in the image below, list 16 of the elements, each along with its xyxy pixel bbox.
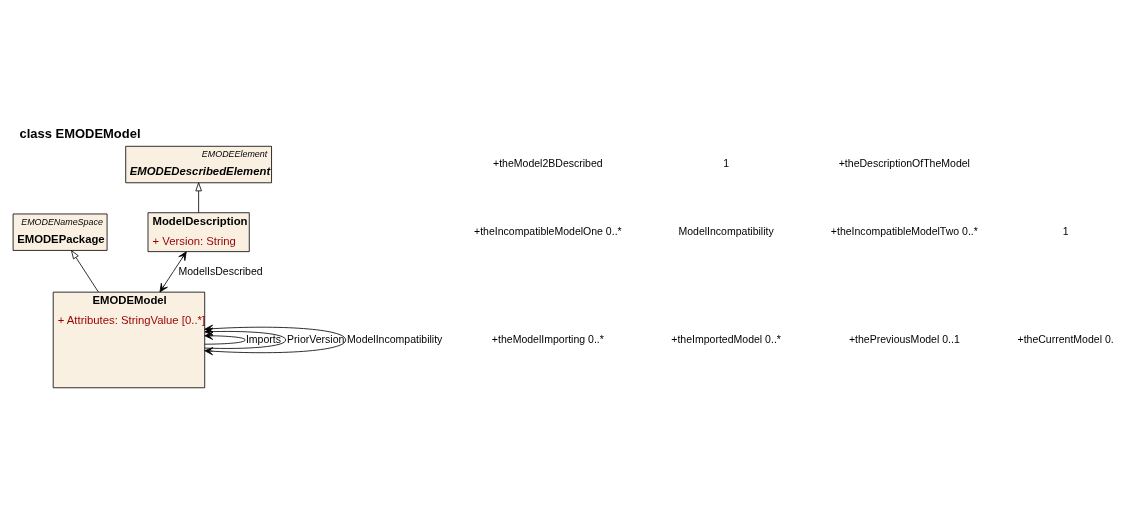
edge-label: ModelIncompatibility	[347, 332, 443, 345]
label: +theDescriptionOfTheModel	[838, 157, 970, 170]
label: +theImportedModel 0..*	[671, 332, 781, 345]
label: +theModel2BDescribed	[493, 157, 603, 170]
label: +theModelImporting 0..*	[491, 332, 604, 345]
label: +thePreviousModel 0..1	[848, 332, 960, 345]
label: +theCurrentModel 0.	[1017, 332, 1114, 345]
edge-label: PriorVersion	[287, 332, 345, 345]
diagram-title: class EMODEModel	[19, 126, 141, 142]
label: +theIncompatibleModelOne 0..*	[474, 224, 622, 237]
edge-label: Imports	[245, 332, 281, 345]
label: 1	[723, 157, 730, 170]
label: ModelIncompatibility	[678, 224, 774, 237]
edge-label: ModelIsDescribed	[178, 264, 263, 277]
label: 1	[1062, 224, 1069, 237]
label: +theIncompatibleModelTwo 0..*	[830, 224, 978, 237]
